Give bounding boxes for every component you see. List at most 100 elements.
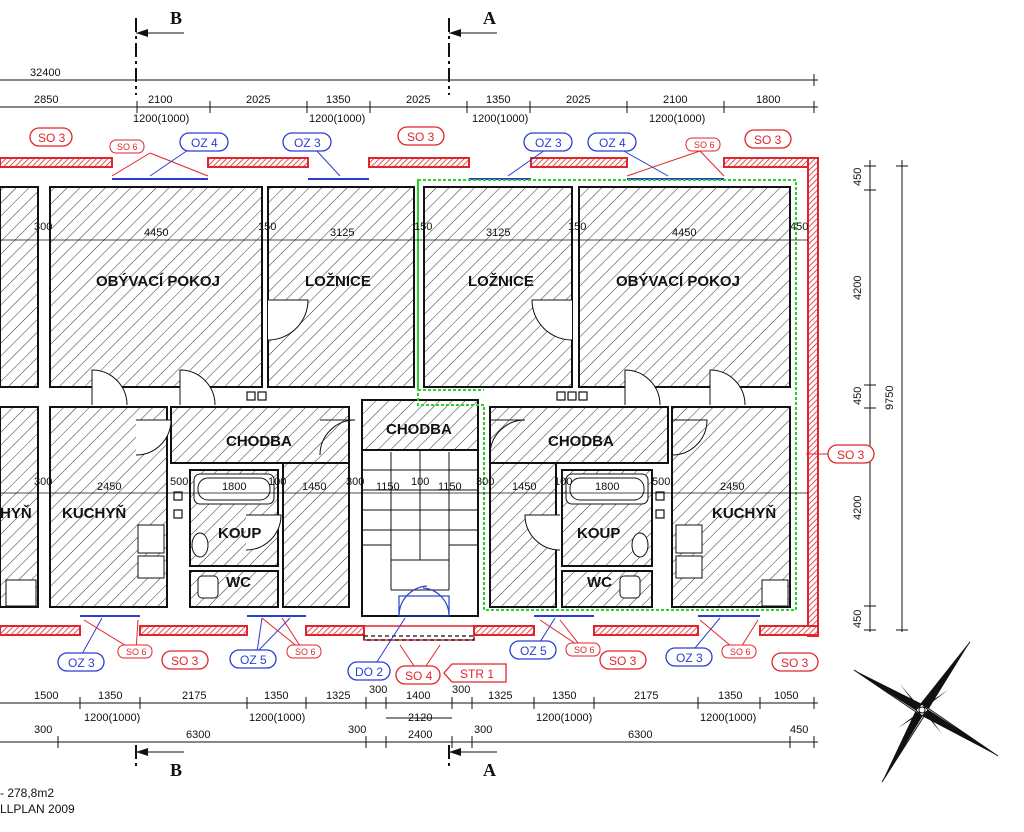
dim-upper-9: 450	[790, 221, 808, 233]
dim-mid-16: 2450	[720, 481, 744, 493]
svg-text:SO 6: SO 6	[574, 645, 595, 655]
staircase	[361, 449, 479, 617]
svg-text:SO 3: SO 3	[781, 656, 809, 670]
label-obyvaci-right: OBÝVACÍ POKOJ	[616, 272, 740, 290]
label-koup-right: KOUP	[577, 525, 620, 542]
dim-top-window-1: 1200(1000)	[133, 113, 189, 125]
dim-top-window-2: 1200(1000)	[309, 113, 365, 125]
label-loznice-right: LOŽNICE	[468, 272, 534, 290]
tag-oz5-bottom-1: OZ 5	[229, 649, 277, 669]
dim-right-5: 450	[852, 610, 864, 628]
dim-right-2: 4200	[852, 276, 864, 300]
dim-upper-2: 4450	[144, 227, 168, 239]
dim-bottom-10: 1350	[552, 690, 576, 702]
tag-so6-bottom-2: SO 6	[286, 644, 322, 659]
dim-mid-12: 1450	[512, 481, 536, 493]
tag-so6-top-right: SO 6	[685, 137, 721, 152]
dim-right-total: 9750	[884, 386, 896, 410]
dim-mid-9: 100	[411, 476, 429, 488]
label-kuchyn-right: KUCHYŇ	[712, 504, 776, 522]
label-kuchyn-cut: HYŇ	[0, 504, 32, 522]
label-kuchyn-left: KUCHYŇ	[62, 504, 126, 522]
tag-oz4-top-right: OZ 4	[587, 132, 637, 152]
tag-str1: STR 1	[443, 663, 507, 683]
tag-so3-bottom-3: SO 3	[771, 652, 819, 672]
svg-text:SO 6: SO 6	[730, 647, 751, 657]
room-obyvaci-left	[49, 186, 263, 388]
svg-text:OZ 5: OZ 5	[520, 644, 547, 658]
section-b-top: B	[170, 8, 182, 28]
svg-text:SO 3: SO 3	[38, 131, 66, 145]
windows	[80, 178, 760, 617]
tag-oz3-top-right: OZ 3	[523, 132, 573, 152]
tag-so6-bottom-4: SO 6	[721, 644, 757, 659]
section-b-bottom: B	[170, 760, 182, 780]
dim-mid-6: 1450	[302, 481, 326, 493]
tag-leaders	[81, 149, 828, 676]
dim-bottom-window-3: 1200(1000)	[536, 712, 592, 724]
label-chodba-left: CHODBA	[226, 433, 292, 450]
svg-text:SO 3: SO 3	[171, 654, 199, 668]
svg-text:STR 1: STR 1	[460, 667, 494, 681]
section-marks	[135, 18, 497, 770]
dim-bottom2-3: 300	[348, 724, 366, 736]
dim-mid-8: 1150	[376, 481, 400, 493]
svg-text:SO 6: SO 6	[295, 647, 316, 657]
dim-mid-13: 100	[554, 476, 572, 488]
dim-bottom-11: 2175	[634, 690, 658, 702]
tag-so3-top-center: SO 3	[397, 126, 445, 146]
tag-oz5-bottom-2: OZ 5	[509, 640, 557, 660]
dim-bottom-9: 1325	[488, 690, 512, 702]
svg-text:SO 6: SO 6	[694, 140, 715, 150]
label-loznice-left: LOŽNICE	[305, 272, 371, 290]
room-chodba-right-top	[489, 406, 669, 464]
dim-bottom-door: 2120	[408, 712, 432, 724]
dim-top-1: 2850	[34, 94, 58, 106]
svg-text:OZ 3: OZ 3	[294, 136, 321, 150]
room-cut-left-top	[0, 186, 39, 388]
bottom-dimension-lines	[0, 697, 818, 748]
dim-mid-3: 500	[170, 476, 188, 488]
tag-so3-top-right: SO 3	[744, 129, 792, 149]
dim-top-9: 1800	[756, 94, 780, 106]
room-cut-left-bottom	[0, 406, 39, 608]
dim-bottom-7: 1400	[406, 690, 430, 702]
section-a-bottom: A	[483, 760, 496, 780]
dim-top-6: 1350	[486, 94, 510, 106]
svg-text:OZ 3: OZ 3	[676, 651, 703, 665]
svg-text:SO 3: SO 3	[609, 654, 637, 668]
tag-so3-bottom-2: SO 3	[599, 650, 647, 670]
label-wc-left: WC	[226, 574, 251, 591]
label-koup-left: KOUP	[218, 525, 261, 542]
dim-upper-7: 150	[568, 221, 586, 233]
tag-so6-bottom-3: SO 6	[565, 642, 601, 657]
dim-top-7: 2025	[566, 94, 590, 106]
dim-upper-8: 4450	[672, 227, 696, 239]
dim-top-5: 2025	[406, 94, 430, 106]
room-obyvaci-right	[578, 186, 791, 388]
tag-oz3-bottom-2: OZ 3	[665, 647, 713, 667]
dim-upper-1: 300	[34, 221, 52, 233]
dim-bottom2-7: 450	[790, 724, 808, 736]
svg-text:OZ 3: OZ 3	[535, 136, 562, 150]
dim-mid-5: 100	[268, 476, 286, 488]
dim-right-3: 450	[852, 387, 864, 405]
floor-area-note: - 278,8m2	[0, 786, 55, 800]
interior-doors	[91, 299, 746, 551]
room-chodba-left-top	[170, 406, 350, 464]
dim-bottom-window-4: 1200(1000)	[700, 712, 756, 724]
svg-text:SO 4: SO 4	[405, 669, 433, 683]
dim-upper-6: 3125	[486, 227, 510, 239]
tag-oz3-bottom-1: OZ 3	[57, 652, 105, 672]
tag-so6-bottom-1: SO 6	[117, 644, 153, 659]
dim-bottom-5: 1325	[326, 690, 350, 702]
dim-bottom-12: 1350	[718, 690, 742, 702]
dim-right-4: 4200	[852, 496, 864, 520]
dim-bottom-window-1: 1200(1000)	[84, 712, 140, 724]
compass-rose-icon	[853, 641, 999, 783]
room-loznice-left	[267, 186, 415, 388]
label-obyvaci-left: OBÝVACÍ POKOJ	[96, 272, 220, 290]
dim-upper-5: 150	[414, 221, 432, 233]
svg-text:OZ 3: OZ 3	[68, 656, 95, 670]
dim-bottom2-2: 6300	[186, 729, 210, 741]
